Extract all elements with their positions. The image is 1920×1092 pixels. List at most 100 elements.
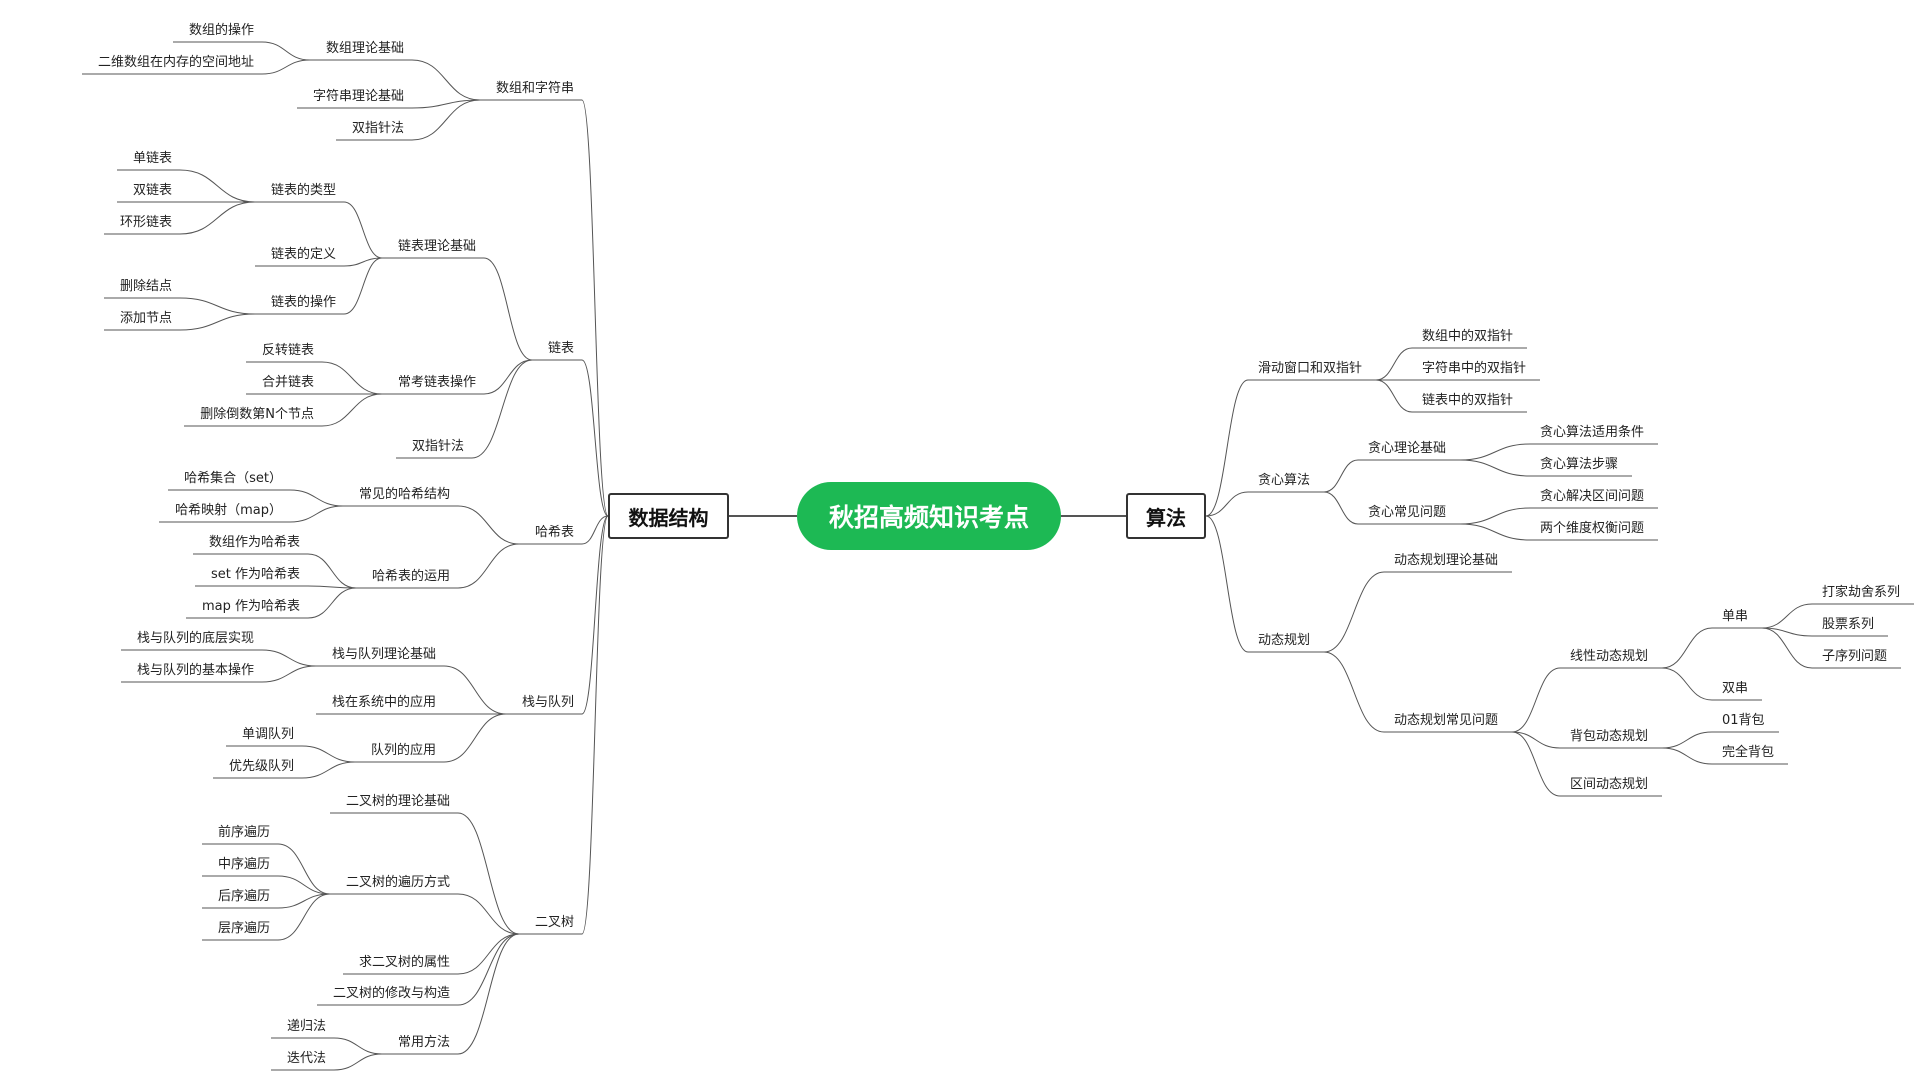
topic-node-ds-1-0-2-1[interactable]: 添加节点	[119, 311, 172, 326]
connector-line	[1511, 667, 1561, 733]
topic-node-ds-0-0-1[interactable]: 二维数组在内存的空间地址	[97, 55, 254, 70]
root-node[interactable]: 秋招高频知识考点	[797, 482, 1061, 550]
topic-node-ds-4-2[interactable]: 求二叉树的属性	[358, 955, 450, 970]
topic-node-ds-1-0-1[interactable]: 链表的定义	[270, 247, 336, 262]
topic-node-ds-4-1-1[interactable]: 中序遍历	[217, 857, 270, 872]
topic-node-algo-2-1-1-0[interactable]: 01背包	[1722, 713, 1765, 728]
connector-line	[1459, 523, 1531, 541]
connector-line	[1323, 651, 1385, 733]
topic-node-ds-4-4-0[interactable]: 递归法	[286, 1019, 326, 1034]
connector-line	[411, 59, 481, 101]
topic-node-algo-2-1-2[interactable]: 区间动态规划	[1570, 777, 1649, 792]
topic-node-ds-1-1-2[interactable]: 删除倒数第N个节点	[200, 407, 314, 422]
topic-node-ds-1-0-0[interactable]: 链表的类型	[270, 183, 336, 198]
connector-line	[411, 99, 481, 141]
topic-node-algo-2-1-0-1[interactable]: 双串	[1722, 681, 1749, 696]
topic-node-ds-1-0-0-0[interactable]: 单链表	[132, 151, 172, 166]
connector-line	[261, 41, 311, 61]
topic-node-ds-2-1-0[interactable]: 数组作为哈希表	[208, 535, 300, 550]
topic-node-ds-4-4-1[interactable]: 迭代法	[286, 1051, 326, 1066]
topic-node-algo-2-1-0-0-2[interactable]: 子序列问题	[1822, 649, 1888, 664]
connector-line	[443, 713, 507, 763]
topic-node-algo-1-1-1[interactable]: 两个维度权衡问题	[1540, 521, 1645, 536]
topic-node-ds-1-0-0-2[interactable]: 环形链表	[119, 215, 172, 230]
topic-node-ds-2-1-1[interactable]: set 作为哈希表	[210, 567, 300, 582]
connector-line	[321, 393, 383, 427]
topic-node-ds-4-1-2[interactable]: 后序遍历	[217, 889, 270, 904]
topic-node-algo-2-1-1-1[interactable]: 完全背包	[1722, 745, 1775, 760]
connector-line	[457, 893, 520, 935]
topic-node-ds-0-0[interactable]: 数组理论基础	[325, 41, 404, 56]
topic-node-ds-3-2-0[interactable]: 单调队列	[241, 727, 294, 742]
connector-line	[411, 99, 481, 109]
topic-node-algo-2-1-0-0-1[interactable]: 股票系列	[1822, 617, 1875, 632]
connector-line	[321, 361, 383, 395]
topic-node-ds-2-0[interactable]: 常见的哈希结构	[358, 487, 450, 502]
topic-node-algo-2-1-1[interactable]: 背包动态规划	[1570, 729, 1649, 744]
topic-node-algo-2-1-0[interactable]: 线性动态规划	[1570, 649, 1649, 664]
topic-node-algo-2-0[interactable]: 动态规划理论基础	[1394, 553, 1499, 568]
topic-node-algo-1-0-0[interactable]: 贪心算法适用条件	[1540, 425, 1645, 440]
topic-node-ds-3-0-1[interactable]: 栈与队列的基本操作	[136, 663, 254, 678]
topic-node-ds-1-1[interactable]: 常考链表操作	[397, 375, 476, 390]
topic-node-ds-3-0[interactable]: 栈与队列理论基础	[331, 647, 436, 662]
topic-node-algo-1-0-1[interactable]: 贪心算法步骤	[1540, 457, 1619, 472]
topic-node-ds-1-1-1[interactable]: 合并链表	[261, 375, 314, 390]
topic-node-algo-1-1[interactable]: 贪心常见问题	[1368, 505, 1447, 520]
connector-line	[333, 1037, 383, 1055]
topic-node-algo-2[interactable]: 动态规划	[1258, 633, 1311, 648]
connector-line	[1661, 731, 1713, 749]
topic-node-algo-0-0[interactable]: 数组中的双指针	[1422, 329, 1514, 344]
topic-node-ds-4-3[interactable]: 二叉树的修改与构造	[332, 986, 450, 1001]
topic-node-ds-2-1[interactable]: 哈希表的运用	[371, 569, 450, 584]
connector-line	[1459, 507, 1531, 525]
topic-node-ds-0-2[interactable]: 双指针法	[351, 121, 404, 136]
topic-node-ds-3-2[interactable]: 队列的应用	[370, 743, 436, 758]
topic-node-ds-0-1[interactable]: 字符串理论基础	[312, 89, 404, 104]
topic-node-ds-2-0-1[interactable]: 哈希映射（map）	[175, 503, 282, 518]
topic-node-ds-1[interactable]: 链表	[547, 341, 574, 356]
topic-node-ds-3[interactable]: 栈与队列	[521, 695, 574, 710]
topic-node-algo-2-1[interactable]: 动态规划常见问题	[1394, 713, 1499, 728]
topic-node-algo-0-1[interactable]: 字符串中的双指针	[1422, 361, 1527, 376]
topic-node-ds-4-0[interactable]: 二叉树的理论基础	[345, 794, 450, 809]
branch-node-data-structures[interactable]: 数据结构	[608, 493, 729, 539]
topic-node-ds-0-0-0[interactable]: 数组的操作	[188, 23, 254, 38]
topic-node-ds-3-2-1[interactable]: 优先级队列	[228, 759, 294, 774]
topic-node-algo-1[interactable]: 贪心算法	[1258, 473, 1311, 488]
topic-node-algo-0-2[interactable]: 链表中的双指针	[1422, 393, 1514, 408]
topic-node-algo-2-1-0-0[interactable]: 单串	[1722, 609, 1749, 624]
connector-line	[1205, 491, 1249, 517]
connector-line	[581, 515, 609, 545]
topic-node-algo-0[interactable]: 滑动窗口和双指针	[1258, 361, 1363, 376]
connector-line	[1459, 443, 1531, 461]
topic-node-ds-4-1-0[interactable]: 前序遍历	[217, 825, 270, 840]
topic-node-ds-4-1[interactable]: 二叉树的遍历方式	[345, 875, 450, 890]
topic-node-ds-4-1-3[interactable]: 层序遍历	[217, 921, 270, 936]
topic-node-ds-2-0-0[interactable]: 哈希集合（set）	[184, 471, 282, 486]
topic-node-ds-3-0-0[interactable]: 栈与队列的底层实现	[136, 631, 254, 646]
connector-line	[1323, 491, 1359, 525]
topic-node-ds-1-0-2[interactable]: 链表的操作	[270, 295, 336, 310]
topic-node-ds-1-0-0-1[interactable]: 双链表	[132, 183, 172, 198]
topic-node-algo-1-0[interactable]: 贪心理论基础	[1368, 441, 1447, 456]
topic-node-algo-1-1-0[interactable]: 贪心解决区间问题	[1540, 489, 1645, 504]
topic-node-algo-2-1-0-0-0[interactable]: 打家劫舍系列	[1822, 585, 1901, 600]
topic-node-ds-4-4[interactable]: 常用方法	[397, 1035, 450, 1050]
connector-line	[179, 313, 256, 331]
connector-line	[179, 297, 256, 315]
topic-node-ds-2-1-2[interactable]: map 作为哈希表	[201, 599, 300, 614]
connector-line	[1761, 603, 1813, 629]
topic-node-ds-2[interactable]: 哈希表	[534, 525, 574, 540]
topic-node-ds-4[interactable]: 二叉树	[534, 915, 574, 930]
topic-node-ds-1-0-2-0[interactable]: 删除结点	[119, 279, 172, 294]
topic-node-ds-3-1[interactable]: 栈在系统中的应用	[331, 695, 436, 710]
connector-line	[307, 587, 357, 619]
topic-node-ds-1-2[interactable]: 双指针法	[411, 439, 464, 454]
topic-node-ds-1-1-0[interactable]: 反转链表	[261, 343, 314, 358]
branch-node-algorithms[interactable]: 算法	[1126, 493, 1206, 539]
topic-node-ds-1-0[interactable]: 链表理论基础	[397, 239, 476, 254]
connector-line	[457, 543, 520, 589]
topic-node-ds-0[interactable]: 数组和字符串	[495, 81, 574, 96]
